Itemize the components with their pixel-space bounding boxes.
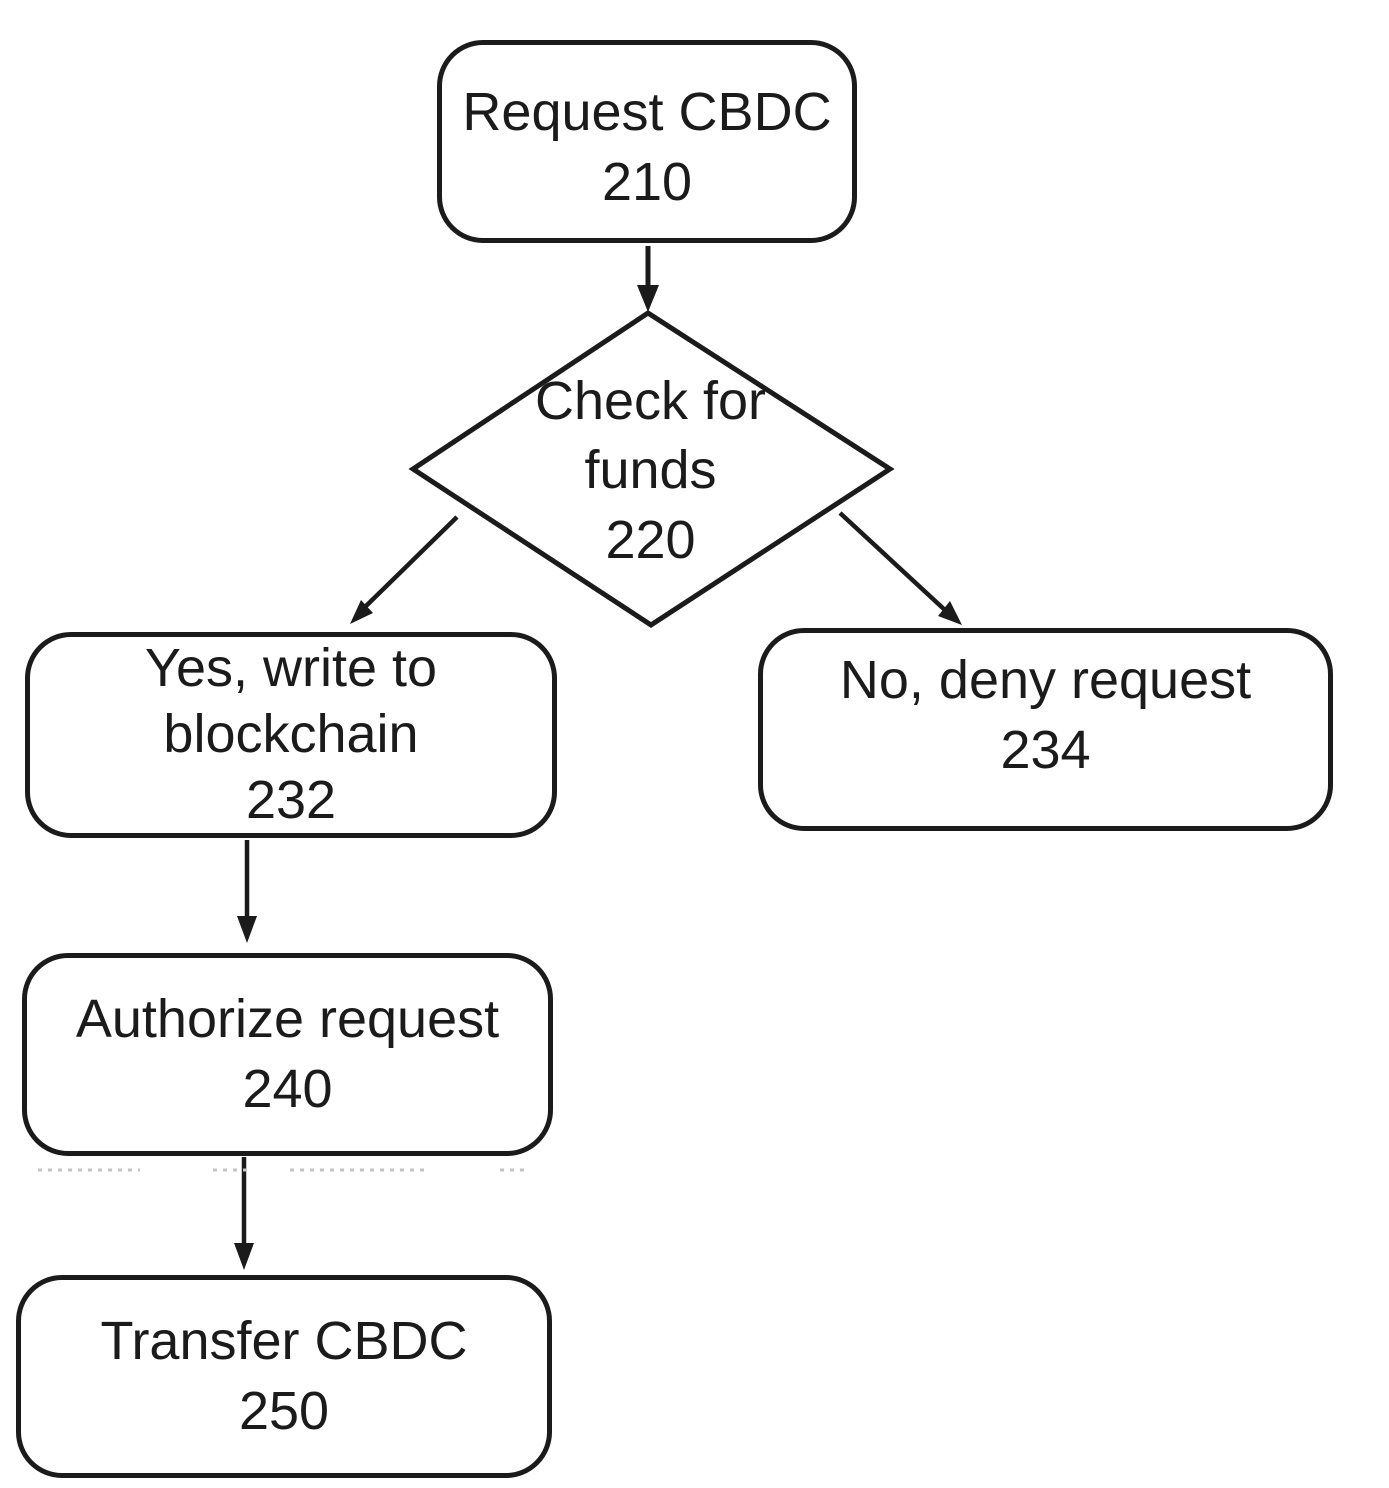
node-check-for-funds-label-line2: funds <box>584 440 717 501</box>
edge-220-232 <box>350 515 459 624</box>
node-authorize-label: Authorize request <box>75 988 500 1049</box>
node-request-cbdc-label: Request CBDC <box>462 81 832 142</box>
node-transfer-cbdc: Transfer CBDC 250 <box>16 1275 552 1478</box>
node-yes-write-label-line1: Yes, write to <box>144 638 438 699</box>
node-check-for-funds-ref: 220 <box>605 509 696 570</box>
node-no-deny-label: No, deny request <box>839 649 1252 710</box>
node-transfer-ref: 250 <box>238 1380 330 1441</box>
node-transfer-label: Transfer CBDC <box>100 1310 468 1371</box>
decision-diamond-shape <box>408 310 895 628</box>
node-authorize-ref: 240 <box>242 1058 333 1119</box>
node-yes-write-label-line2: blockchain <box>163 704 419 765</box>
node-yes-write-to-blockchain: Yes, write to blockchain 232 <box>25 632 557 838</box>
edge-220-234 <box>838 511 962 625</box>
node-yes-write-ref: 232 <box>245 769 337 830</box>
node-no-deny-ref: 234 <box>1000 719 1091 780</box>
node-check-for-funds-label-line1: Check for <box>534 370 767 431</box>
node-authorize-request: Authorize request 240 <box>22 953 553 1156</box>
node-request-cbdc: Request CBDC 210 <box>437 40 857 243</box>
node-request-cbdc-ref: 210 <box>601 151 693 212</box>
node-check-for-funds: Check for funds 220 <box>478 362 823 580</box>
edge-210-220 <box>637 246 659 312</box>
edge-240-250 <box>234 1157 254 1270</box>
edge-232-240 <box>237 840 257 943</box>
node-no-deny-request: No, deny request 234 <box>758 628 1333 831</box>
